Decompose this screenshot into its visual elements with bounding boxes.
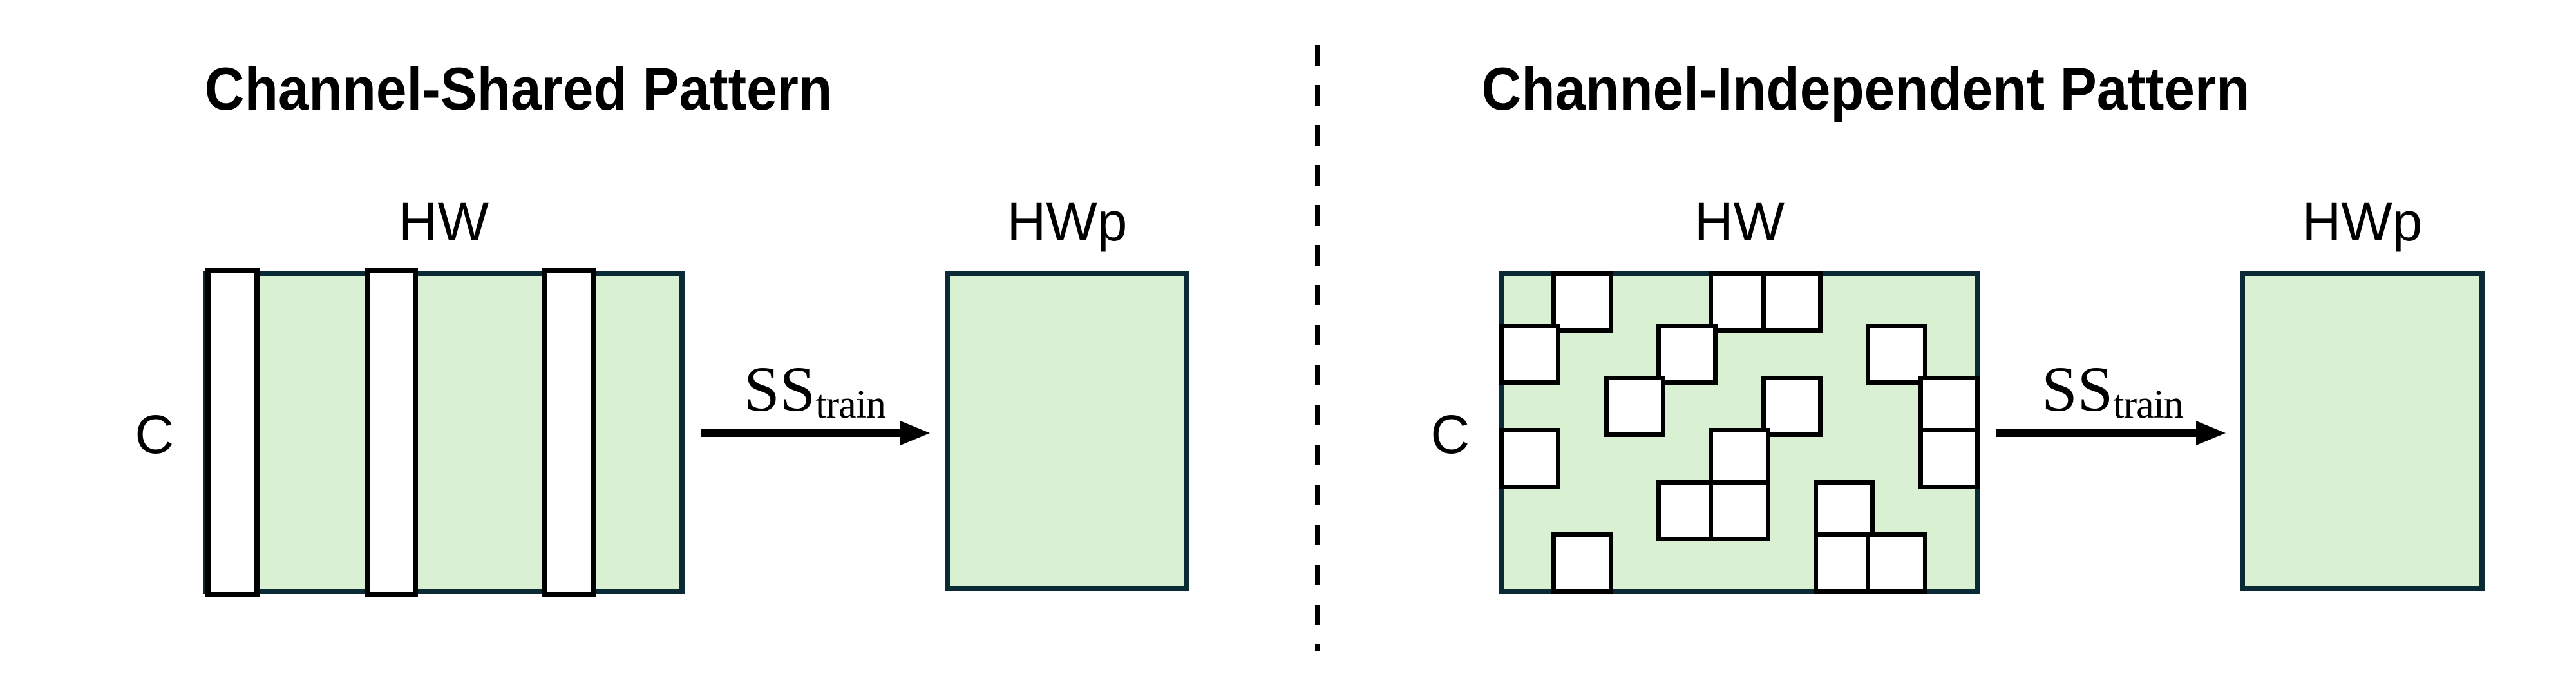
left-hw-axis-label: HW bbox=[399, 191, 489, 252]
right-c-axis-label: C bbox=[1430, 404, 1470, 465]
pruned-cell-square bbox=[1709, 480, 1770, 541]
left-arrow-head-icon bbox=[900, 421, 930, 445]
stripe-layer bbox=[205, 268, 679, 597]
right-arrow-line bbox=[1996, 429, 2197, 437]
left-pruned-tensor bbox=[945, 271, 1189, 591]
pruned-cell-square bbox=[1551, 271, 1613, 333]
pruned-column-stripe bbox=[542, 268, 597, 597]
dashed-divider bbox=[1315, 45, 1320, 651]
pruned-cell-square bbox=[1866, 324, 1927, 385]
right-ss-subscript: train bbox=[2113, 383, 2184, 427]
left-ss-train-label: SStrain bbox=[654, 352, 976, 428]
left-ss-subscript: train bbox=[815, 383, 886, 427]
left-hwp-axis-label: HWp bbox=[1007, 191, 1128, 252]
channel-independent-matrix bbox=[1499, 271, 1980, 594]
right-panel-title: Channel-Independent Pattern bbox=[1481, 55, 2250, 122]
left-c-axis-label: C bbox=[135, 404, 174, 465]
pruned-cell-square bbox=[1814, 480, 1875, 541]
right-hw-axis-label: HW bbox=[1694, 191, 1785, 252]
pruned-cell-square bbox=[1499, 428, 1561, 489]
right-hwp-axis-label: HWp bbox=[2302, 191, 2423, 252]
pruned-column-stripe bbox=[205, 268, 260, 597]
pruned-cell-square bbox=[1918, 428, 1980, 489]
left-panel-title: Channel-Shared Pattern bbox=[204, 55, 833, 122]
pruned-column-stripe bbox=[364, 268, 419, 597]
left-arrow-line bbox=[701, 429, 902, 437]
square-layer bbox=[1499, 271, 1980, 594]
right-ss-base: SS bbox=[2041, 353, 2114, 425]
left-ss-base: SS bbox=[744, 353, 816, 425]
pruned-cell-square bbox=[1499, 324, 1561, 385]
pruned-cell-square bbox=[1656, 324, 1718, 385]
right-pruned-tensor bbox=[2240, 271, 2485, 591]
pruned-cell-square bbox=[1761, 271, 1823, 333]
right-arrow-head-icon bbox=[2196, 421, 2226, 445]
pruned-cell-square bbox=[1709, 428, 1770, 489]
pruned-cell-square bbox=[1761, 376, 1823, 437]
pruned-cell-square bbox=[1866, 532, 1927, 594]
right-ss-train-label: SStrain bbox=[1951, 352, 2273, 428]
pruned-cell-square bbox=[1551, 532, 1613, 594]
pruned-cell-square bbox=[1604, 376, 1665, 437]
channel-shared-matrix bbox=[203, 268, 685, 597]
